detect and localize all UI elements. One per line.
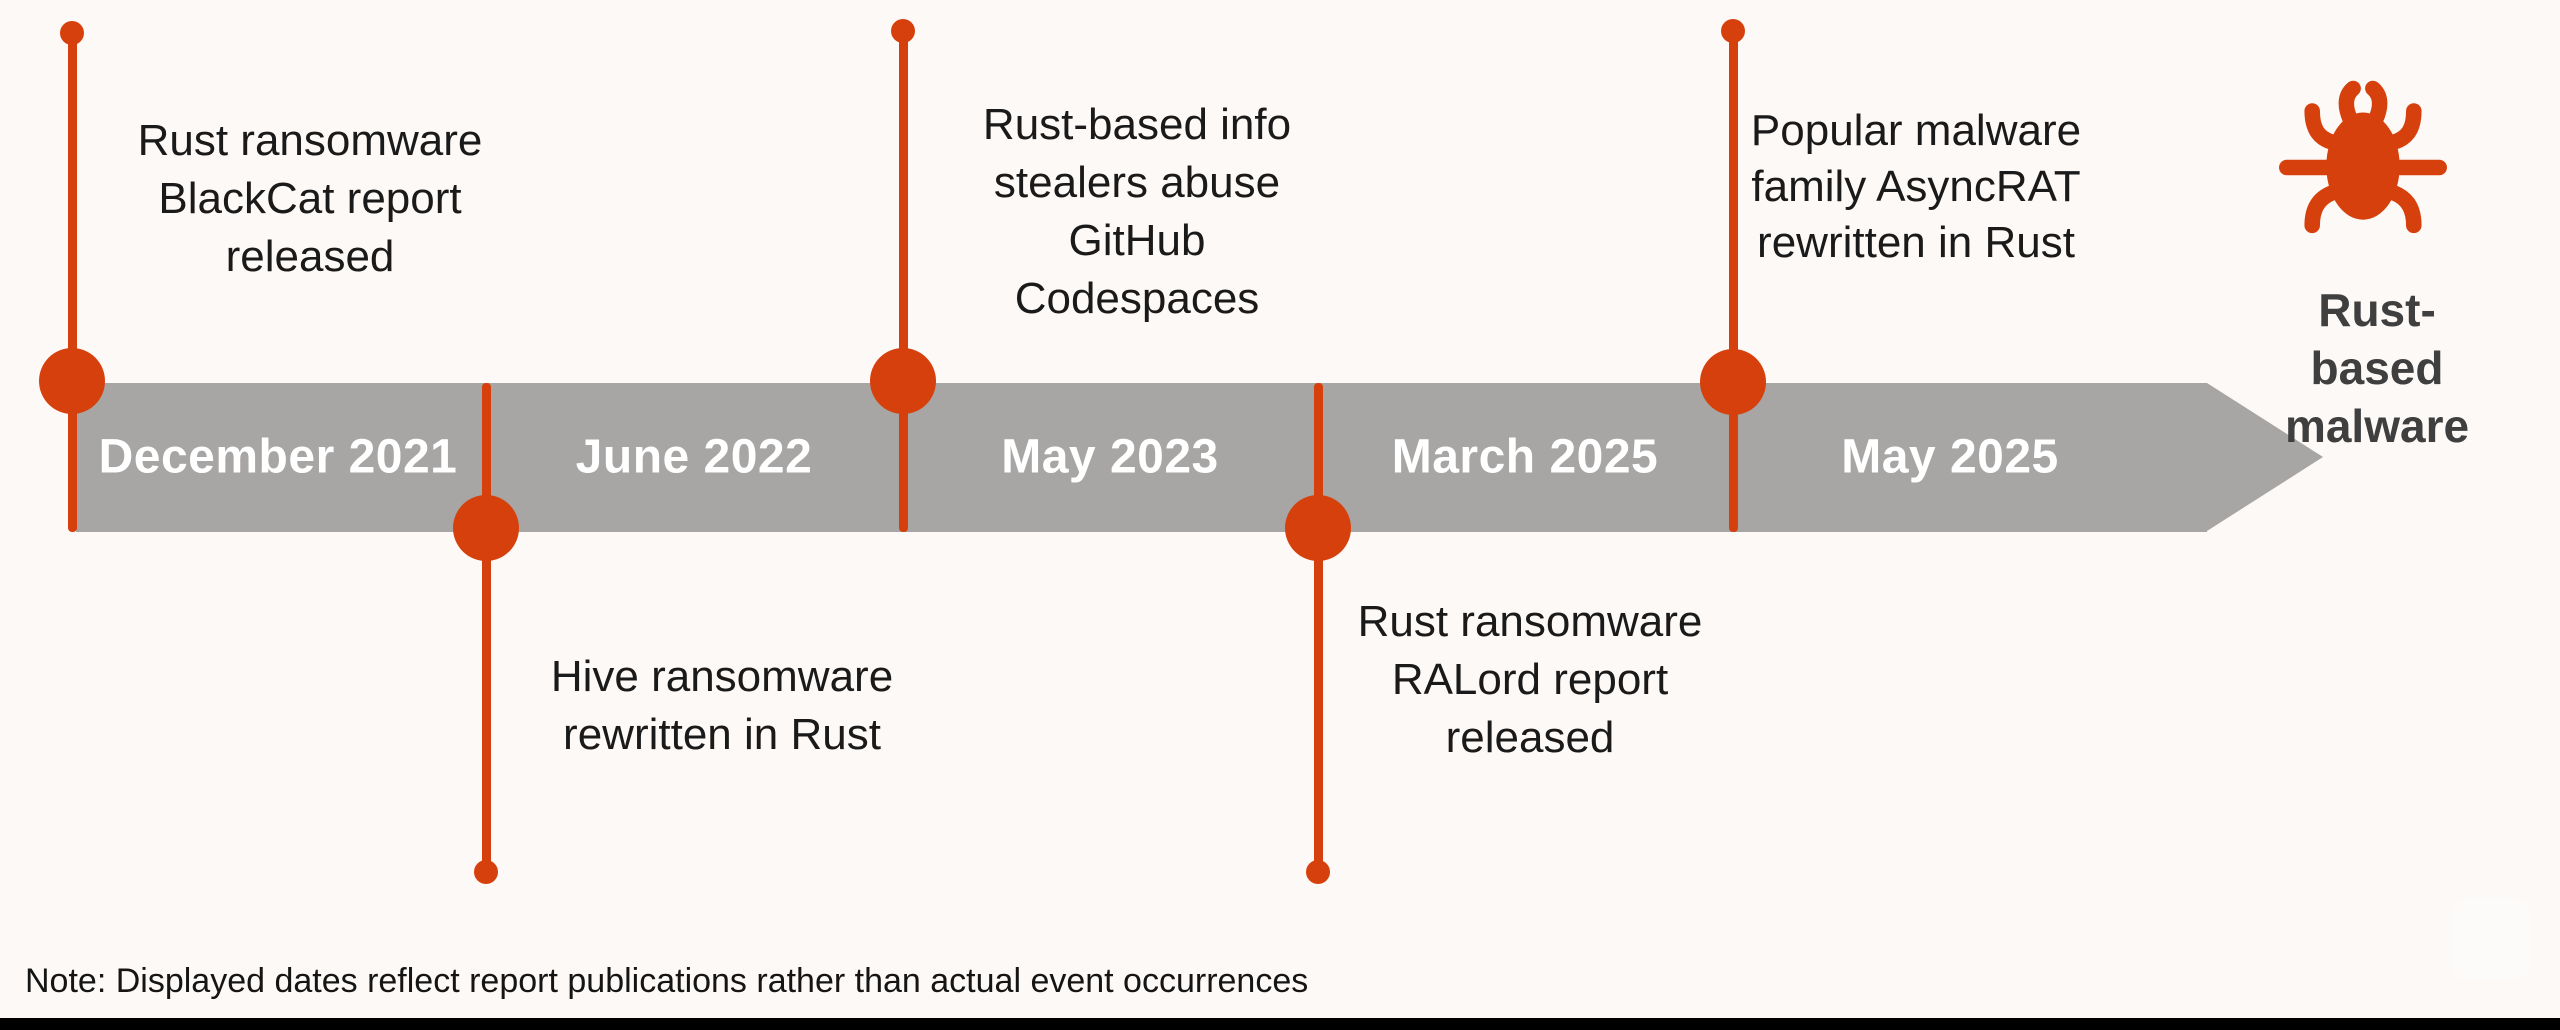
- milestone-4-event-text: Rust ransomware RALord report released: [1357, 597, 1703, 762]
- milestone-2-node: [453, 495, 519, 561]
- milestone-5-node: [1700, 349, 1766, 415]
- milestone-4-end-dot: [1306, 860, 1330, 884]
- bug-icon: [2279, 80, 2447, 234]
- milestone-3-node: [870, 348, 936, 414]
- milestone-4-stem: [1313, 383, 1323, 875]
- footnote: Note: Displayed dates reflect report pub…: [25, 962, 1309, 1000]
- timeline-bar: [76, 383, 2207, 532]
- milestone-1-stem: [67, 30, 77, 532]
- milestone-4-node: [1285, 495, 1351, 561]
- milestone-1-end-dot: [60, 21, 84, 45]
- milestone-1-event-text: Rust ransomware BlackCat report released: [137, 116, 483, 281]
- milestone-3-end-dot: [891, 19, 915, 43]
- milestone-5-event-text: Popular malware family AsyncRAT rewritte…: [1750, 106, 2082, 267]
- bottom-black-bar: [0, 1018, 2560, 1030]
- milestone-5-stem: [1728, 28, 1738, 532]
- milestone-3-event-text: Rust-based info stealers abuse GitHub Co…: [982, 100, 1292, 323]
- month-label-may-2025: May 2025: [1841, 430, 2059, 484]
- month-label-june-2022: June 2022: [575, 430, 813, 484]
- legend-label: Rust-based malware: [2284, 284, 2470, 452]
- month-label-december-2021: December 2021: [98, 430, 458, 484]
- milestone-2-end-dot: [474, 860, 498, 884]
- milestone-3-stem: [898, 28, 908, 532]
- month-label-may-2023: May 2023: [1001, 430, 1219, 484]
- timeline-arrow-head-icon: [2207, 383, 2323, 531]
- milestone-5-end-dot: [1721, 19, 1745, 43]
- month-label-march-2025: March 2025: [1391, 430, 1659, 484]
- milestone-2-event-text: Hive ransomware rewritten in Rust: [550, 652, 894, 759]
- milestone-1-node: [39, 348, 105, 414]
- milestone-2-stem: [481, 383, 491, 875]
- watermark-icon: [2452, 898, 2530, 980]
